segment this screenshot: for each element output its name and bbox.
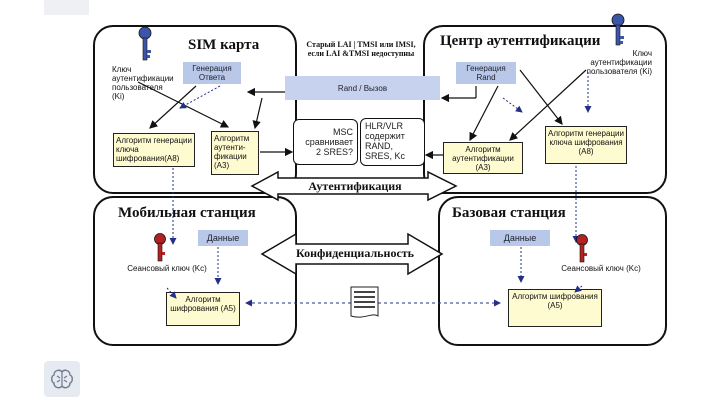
sim-card-title: SIM карта — [188, 37, 260, 53]
conf-double-arrow — [260, 232, 444, 276]
brain-icon-tile — [44, 361, 80, 397]
mobile-station-title: Мобильная станция — [118, 205, 256, 221]
auth-double-arrow — [250, 170, 458, 202]
sim-key-note: Ключ аутентификации пользователя (Ki) — [112, 65, 174, 101]
msc-box: MSC сравнивает 2 SRES? — [293, 119, 358, 165]
bs-key-icon — [576, 234, 588, 263]
hlr-text: HLR/VLR содержит RAND, SRES, Kc — [365, 121, 406, 161]
ac-key-icon — [611, 13, 625, 46]
ms-key-icon — [154, 233, 166, 262]
ac-algo-a3: Алгоритм аутентификации (А3) — [443, 142, 523, 174]
ms-algo-a5: Алгоритм шифрования (А5) — [166, 292, 240, 326]
ms-data: Данные — [198, 230, 248, 246]
sim-algo-a8: Алгоритм генерации ключа шифрования(А8) — [113, 133, 195, 167]
document-icon — [350, 286, 379, 318]
brain-icon — [51, 369, 73, 389]
sim-gen-response: Генерация Ответа — [183, 62, 241, 84]
bs-session-key: Сеансовый ключ (Kc) — [561, 264, 641, 273]
ac-algo-a8: Алгоритм генерации ключа шифрования (А8) — [545, 126, 627, 164]
sim-algo-a3: Алгоритм аутенти-фикации (А3) — [211, 131, 259, 175]
conf-arrow-label: Конфиденциальность — [295, 246, 415, 260]
base-station-title: Базовая станция — [452, 205, 566, 221]
auth-center-title: Центр аутентификации — [440, 33, 601, 49]
rand-banner: Rand / Вызов — [285, 76, 440, 100]
top-left-placeholder — [44, 0, 89, 15]
bs-algo-a5: Алгоритм шифрования (А5) — [508, 289, 602, 327]
ac-key-note: Ключ аутентификации пользователя (Ki) — [586, 49, 652, 76]
auth-arrow-label: Аутентификация — [308, 179, 402, 193]
msc-text: MSC сравнивает 2 SRES? — [305, 127, 353, 157]
hlr-box: HLR/VLR содержит RAND, SRES, Kc — [360, 118, 425, 166]
top-center-note: Старый LAI | TMSI или IMSI, если LAI &TM… — [306, 40, 416, 58]
bs-data: Данные — [490, 230, 550, 246]
sim-key-icon — [138, 26, 152, 61]
ac-gen-rand: Генерация Rand — [456, 62, 516, 84]
ms-session-key: Сеансовый ключ (Kc) — [127, 264, 207, 273]
base-station-panel — [438, 196, 667, 346]
